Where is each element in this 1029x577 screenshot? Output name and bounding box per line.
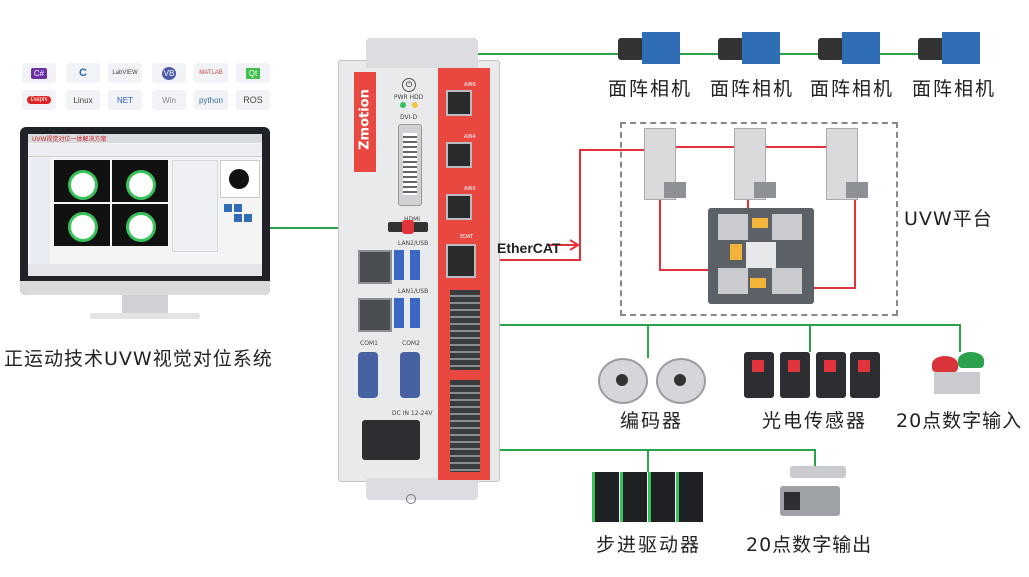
brand-logo: Zmotion bbox=[357, 89, 373, 150]
edat-label: EDAT bbox=[460, 234, 474, 240]
ain4-port bbox=[446, 142, 472, 168]
dotnet-icon: NET bbox=[108, 90, 142, 110]
ethercat-cable bbox=[462, 149, 655, 261]
controller: Zmotion ⏻ PWR HDD DVI-D HDMI LAN2/USB LA… bbox=[338, 38, 500, 504]
hdmi-label: HDMI bbox=[404, 216, 420, 223]
camera-icon bbox=[618, 30, 682, 66]
stepper-driver-icon bbox=[620, 472, 647, 522]
monitor: UVW视觉对位一体解决方案 bbox=[20, 127, 270, 327]
monitor-stand bbox=[122, 295, 168, 315]
camera-icon bbox=[718, 30, 782, 66]
stepper-driver-icon bbox=[676, 472, 703, 522]
camera-label-1: 面阵相机 bbox=[608, 78, 693, 100]
camera-label-4: 面阵相机 bbox=[912, 78, 997, 100]
linux-icon: Linux bbox=[66, 90, 100, 110]
output-bus-cable bbox=[462, 449, 816, 468]
uvw-platform-label: UVW平台 bbox=[904, 208, 993, 230]
lan1-port bbox=[358, 298, 392, 332]
ros-icon: ROS bbox=[236, 90, 270, 110]
monitor-base bbox=[90, 313, 200, 319]
camera-view-3 bbox=[54, 204, 110, 246]
usb-port-d bbox=[410, 298, 420, 328]
button-body bbox=[934, 372, 980, 394]
lan2-label: LAN2/USB bbox=[398, 240, 429, 247]
driver-label: 步进驱动器 bbox=[596, 534, 702, 556]
monitor-caption: 正运动技术UVW视觉对位系统 bbox=[4, 348, 273, 370]
lan2-port bbox=[358, 250, 392, 284]
output-label: 20点数字输出 bbox=[746, 534, 873, 556]
matlab-icon: MATLAB bbox=[194, 63, 228, 83]
photoelectric-sensor-icon bbox=[816, 352, 846, 398]
windows-icon: Win bbox=[152, 90, 186, 110]
stepper-driver-icon bbox=[592, 472, 619, 522]
sensor-label: 光电传感器 bbox=[762, 410, 868, 432]
hdmi-plug bbox=[402, 220, 414, 234]
vb-icon: VB bbox=[152, 63, 186, 83]
com1-label: COM1 bbox=[360, 340, 378, 347]
monitor-screen: UVW视觉对位一体解决方案 bbox=[28, 134, 262, 276]
red-push-button-icon bbox=[932, 356, 958, 372]
servo-motor-1 bbox=[664, 182, 686, 198]
ain5-label: AIN5 bbox=[464, 186, 476, 192]
input-terminal-block bbox=[450, 290, 480, 370]
servo-motor-2 bbox=[754, 182, 776, 198]
servo-motor-3 bbox=[846, 182, 868, 198]
dvi-label: DVI-D bbox=[400, 114, 418, 121]
io-panel: AIN6 AIN4 AIN5 EDAT bbox=[438, 68, 490, 480]
photoelectric-sensor-icon bbox=[850, 352, 880, 398]
camera-view-2 bbox=[112, 160, 168, 202]
ain6-label: AIN6 bbox=[464, 82, 476, 88]
dvi-port bbox=[398, 124, 422, 206]
screw-icon bbox=[406, 494, 416, 504]
ain6-port bbox=[446, 90, 472, 116]
photoelectric-sensor-icon bbox=[744, 352, 774, 398]
ain5-port bbox=[446, 194, 472, 220]
ain4-label: AIN4 bbox=[464, 134, 476, 140]
com2-port bbox=[400, 352, 420, 398]
camera-view-1 bbox=[54, 160, 110, 202]
ethercat-label: EtherCAT bbox=[497, 240, 561, 256]
output-terminal-block bbox=[450, 380, 480, 472]
camera-icon bbox=[818, 30, 882, 66]
camera-icon bbox=[918, 30, 982, 66]
delphi-icon: Delphi bbox=[22, 90, 56, 110]
qt-icon: Qt bbox=[236, 63, 270, 83]
csharp-icon: C# bbox=[22, 63, 56, 83]
edat-port bbox=[446, 244, 476, 278]
encoder-icon bbox=[598, 358, 648, 404]
photoelectric-sensor-icon bbox=[780, 352, 810, 398]
encoder-icon bbox=[656, 358, 706, 404]
pwr-led bbox=[400, 102, 406, 108]
screen-title: UVW视觉对位一体解决方案 bbox=[32, 136, 107, 143]
green-push-button-icon bbox=[958, 352, 984, 368]
pwr-hdd-label: PWR HDD bbox=[394, 94, 424, 101]
encoder-label: 编码器 bbox=[620, 410, 684, 432]
python-icon: python bbox=[194, 90, 228, 110]
uvw-platform-box bbox=[620, 122, 898, 316]
brand-strip: Zmotion bbox=[354, 72, 376, 172]
solenoid-valve-icon bbox=[780, 486, 840, 516]
stepper-driver-icon bbox=[648, 472, 675, 522]
usb-port-c bbox=[394, 298, 404, 328]
cylinder-icon bbox=[790, 466, 846, 478]
input-bus-cable bbox=[462, 324, 961, 352]
input-label: 20点数字输入 bbox=[896, 410, 1023, 432]
hdd-led bbox=[412, 102, 418, 108]
camera-label-2: 面阵相机 bbox=[710, 78, 795, 100]
uvw-stage bbox=[708, 208, 814, 304]
camera-label-3: 面阵相机 bbox=[810, 78, 895, 100]
com2-label: COM2 bbox=[402, 340, 420, 347]
camera-view-4 bbox=[112, 204, 168, 246]
usb-port-a bbox=[394, 250, 404, 280]
monitor-bezel: UVW视觉对位一体解决方案 bbox=[20, 127, 270, 295]
dc-in-label: DC IN 12-24V bbox=[392, 410, 433, 417]
usb-port-b bbox=[410, 250, 420, 280]
labview-icon: LabVIEW bbox=[108, 63, 142, 83]
com1-port bbox=[358, 352, 378, 398]
power-button-icon: ⏻ bbox=[402, 78, 416, 92]
dc-in-connector bbox=[362, 420, 420, 460]
lan1-label: LAN1/USB bbox=[398, 288, 429, 295]
c-icon: C bbox=[66, 63, 100, 83]
